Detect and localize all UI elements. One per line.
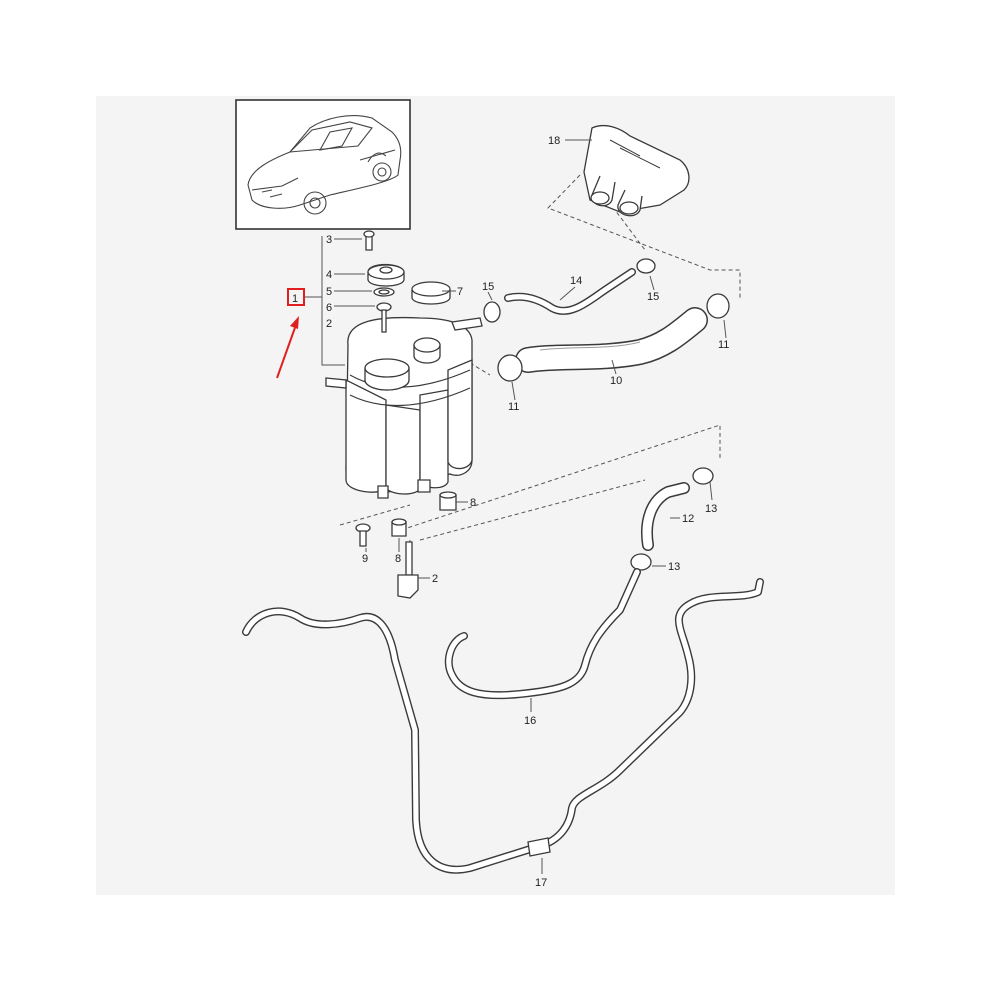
- pipe-17: [242, 578, 764, 874]
- hose-10: [515, 307, 708, 373]
- label-7: 7: [457, 286, 463, 298]
- clamps: [483, 258, 730, 571]
- clamp-15a: [483, 301, 501, 323]
- label-10: 10: [610, 375, 622, 387]
- clamp-13a: [692, 467, 714, 485]
- hose-14: [504, 268, 636, 315]
- label-8-right: 8: [470, 497, 476, 509]
- clamp-15b: [636, 258, 656, 274]
- dashed-leaders: [339, 174, 741, 580]
- part-labels: 1 2 3 4 5 6 7 8 8 9 2 10 11 11 12 13 13 …: [292, 135, 729, 889]
- label-6: 6: [326, 302, 332, 314]
- expansion-tank: [325, 316, 483, 499]
- diagram-sheet: [96, 96, 895, 895]
- clamp-13b: [630, 553, 652, 571]
- label-11-left: 11: [508, 401, 519, 413]
- hose-12: [641, 482, 690, 551]
- label-5: 5: [326, 286, 332, 298]
- cap-7: [411, 281, 451, 305]
- label-1: 1: [292, 293, 298, 305]
- small-parts: [363, 230, 405, 333]
- label-12: 12: [682, 513, 694, 525]
- label-9: 9: [362, 553, 368, 565]
- label-4: 4: [326, 269, 332, 281]
- label-17: 17: [535, 877, 547, 889]
- label-18: 18: [548, 135, 560, 147]
- label-2-bottom: 2: [432, 573, 438, 585]
- label-2-top: 2: [326, 318, 332, 330]
- car-thumbnail-icon: [247, 115, 402, 215]
- label-15-left: 15: [482, 281, 494, 293]
- item-1-highlight: [276, 288, 305, 379]
- label-13-top: 13: [705, 503, 717, 515]
- clamp-11a: [497, 354, 523, 382]
- red-arrow-icon: [276, 316, 299, 379]
- label-16: 16: [524, 715, 536, 727]
- pipe-16: [444, 568, 641, 700]
- label-leaders: [365, 139, 727, 874]
- part-18-housing: [583, 124, 690, 217]
- car-thumbnail: [235, 99, 411, 230]
- label-8-bottom: 8: [395, 553, 401, 565]
- bottom-parts: [355, 491, 457, 599]
- label-15-right: 15: [647, 291, 659, 303]
- label-14: 14: [570, 275, 582, 287]
- label-13-bottom: 13: [668, 561, 680, 573]
- label-11-right: 11: [718, 339, 729, 351]
- label-3: 3: [326, 234, 332, 246]
- clamp-11b: [706, 293, 730, 319]
